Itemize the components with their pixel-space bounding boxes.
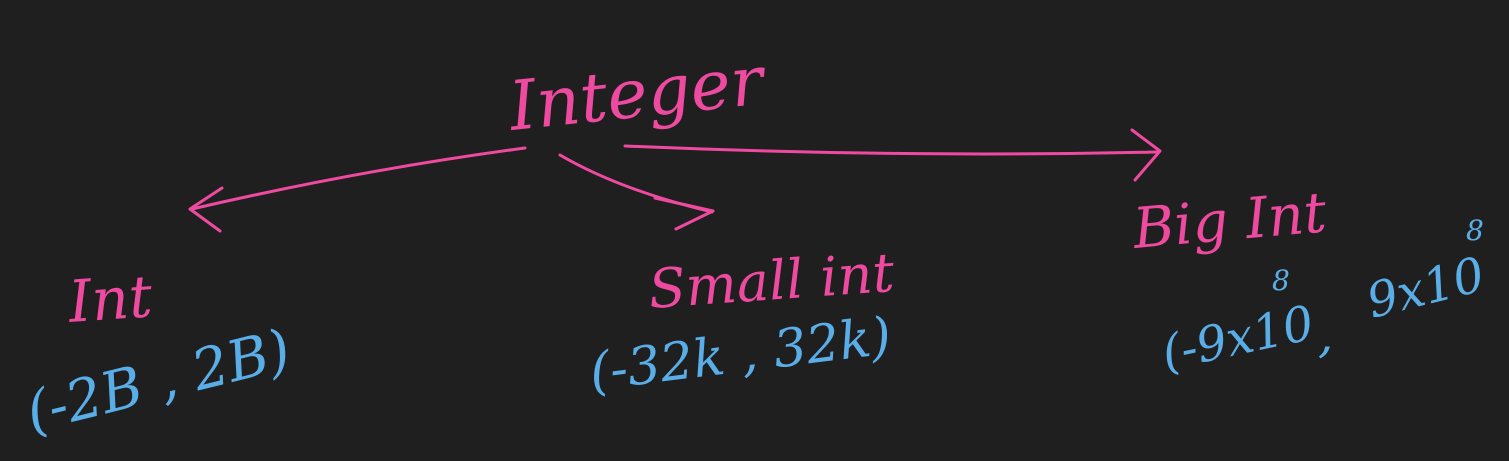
big-int-range-separator: , [1318, 308, 1333, 364]
small-int-range: (-32k , 32k) [586, 306, 894, 402]
int-range: (-2B , 2B) [20, 317, 297, 445]
root-label: Integer [504, 41, 771, 147]
big-int-range-lower: (-9x10 [1157, 295, 1319, 382]
big-int-range-upper: 9x10 [1361, 247, 1490, 330]
arrow-to-big-int [623, 128, 1162, 182]
big-int-range-upper-exponent: 8 [1466, 214, 1484, 247]
arrow-to-small-int [558, 153, 715, 231]
int-label: Int [65, 262, 155, 336]
big-int-range-lower-exponent: 8 [1272, 264, 1290, 297]
big-int-label: Big Int [1130, 180, 1330, 262]
arrow-to-int [188, 146, 527, 233]
